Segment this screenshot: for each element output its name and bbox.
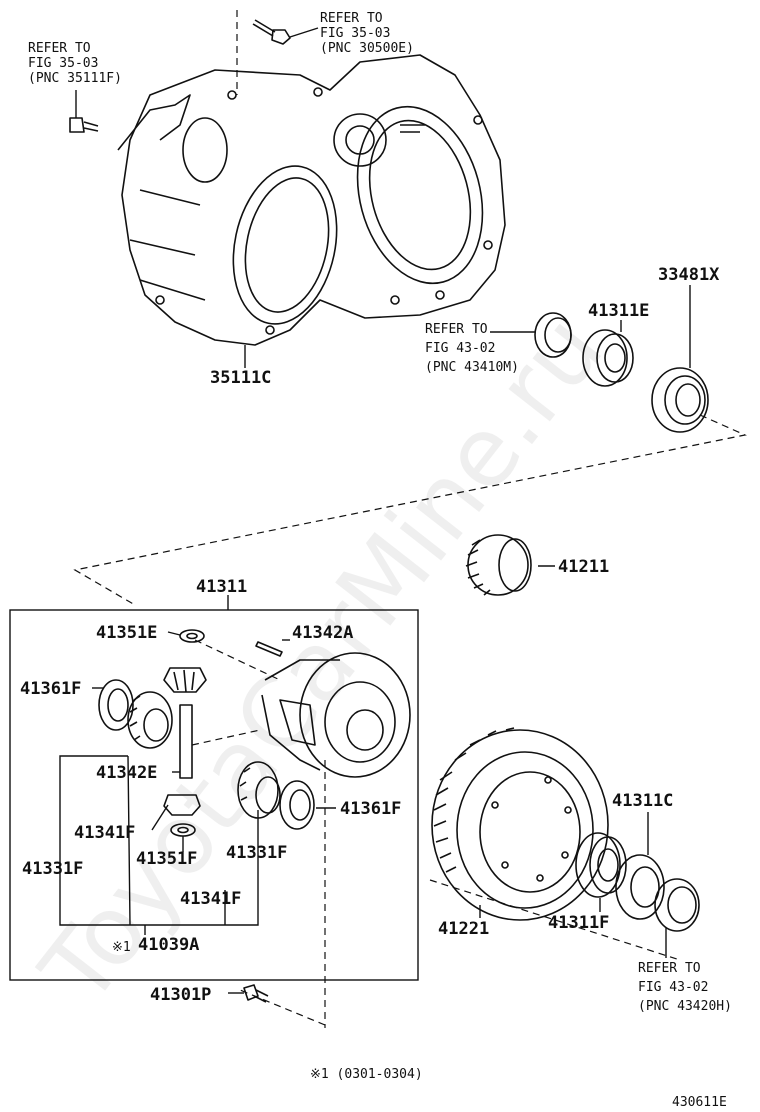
part-number-41311E: 41311E bbox=[588, 301, 649, 321]
ref-text: (PNC 30500E) bbox=[320, 41, 414, 56]
callout-41331F-left[interactable]: 41331F bbox=[22, 859, 83, 879]
part-number-41301P: 41301P bbox=[150, 985, 211, 1005]
part-number-41211: 41211 bbox=[558, 557, 609, 577]
footnote: ※1 (0301-0304) bbox=[310, 1067, 423, 1082]
callout-41342E[interactable]: 41342E bbox=[96, 763, 157, 783]
leader-41351E bbox=[167, 631, 181, 636]
ref-text: REFER TO bbox=[320, 11, 383, 26]
callout-41341F-upper[interactable]: 41341F bbox=[74, 823, 135, 843]
bearing-41311C-drawing bbox=[615, 854, 665, 920]
shaft-41342E-drawing bbox=[179, 704, 193, 779]
callout-41341F-lower[interactable]: 41341F bbox=[180, 889, 241, 909]
callout-41361F-right[interactable]: 41361F bbox=[340, 799, 401, 819]
bracket-41331F-left bbox=[59, 755, 131, 926]
drive-pinion-41211-drawing bbox=[465, 534, 532, 596]
pinion-gear-top-drawing bbox=[163, 667, 207, 693]
callout-41211[interactable]: 41211 bbox=[558, 557, 609, 577]
part-number-41331F: 41331F bbox=[226, 843, 287, 863]
part-number-41351F: 41351F bbox=[136, 849, 197, 869]
side-washer-41361F-right-drawing bbox=[279, 780, 315, 830]
dashline-pin bbox=[194, 639, 281, 681]
side-gear-left-drawing bbox=[127, 691, 173, 749]
ref-text: REFER TO bbox=[638, 961, 701, 976]
callout-41301P[interactable]: 41301P bbox=[150, 985, 211, 1005]
oil-seal-43410M-drawing bbox=[534, 312, 572, 358]
bearing-41311F-drawing bbox=[575, 832, 627, 898]
part-number-41342A: 41342A bbox=[292, 623, 353, 643]
ref-text: REFER TO bbox=[28, 41, 91, 56]
ref-text: FIG 35-03 bbox=[28, 56, 98, 71]
part-number-41311F: 41311F bbox=[548, 913, 609, 933]
ref-bolt-top[interactable]: REFER TO FIG 35-03 (PNC 30500E) bbox=[320, 11, 414, 56]
ref-text: (PNC 43420H) bbox=[638, 999, 732, 1014]
part-number-41361F: 41361F bbox=[20, 679, 81, 699]
transaxle-case-drawing bbox=[117, 54, 506, 346]
dashline-bolt bbox=[239, 989, 326, 1026]
callout-41351E[interactable]: 41351E bbox=[96, 623, 157, 643]
part-number-35111C: 35111C bbox=[210, 368, 271, 388]
callout-41331F-right[interactable]: 41331F bbox=[226, 843, 287, 863]
dashline-final bbox=[429, 879, 681, 961]
case-bolt-top-drawing bbox=[252, 19, 291, 45]
pin-41342A-drawing bbox=[255, 641, 283, 657]
final-ring-gear-41221-drawing bbox=[431, 727, 609, 921]
bearing-41311E-drawing bbox=[582, 329, 634, 387]
callout-41311[interactable]: 41311 bbox=[196, 577, 247, 597]
figure-code: 430611E bbox=[672, 1095, 727, 1110]
part-number-41361F: 41361F bbox=[340, 799, 401, 819]
differential-kit-frame bbox=[9, 609, 419, 981]
oil-seal-43420H-drawing bbox=[654, 878, 700, 932]
callout-41311C[interactable]: 41311C bbox=[612, 791, 673, 811]
callout-41311F[interactable]: 41311F bbox=[548, 913, 609, 933]
side-washer-41361F-left-drawing bbox=[98, 679, 134, 731]
thrust-washer-41351E-drawing bbox=[179, 629, 205, 643]
part-number-41039A: 41039A bbox=[138, 935, 199, 955]
callout-41342A[interactable]: 41342A bbox=[292, 623, 353, 643]
part-number-41342E: 41342E bbox=[96, 763, 157, 783]
part-number-41311: 41311 bbox=[196, 577, 247, 597]
kit-mark: ※1 bbox=[112, 940, 131, 955]
ref-text: FIG 43-02 bbox=[425, 341, 495, 356]
callout-41351F[interactable]: 41351F bbox=[136, 849, 197, 869]
callout-41311E[interactable]: 41311E bbox=[588, 301, 649, 321]
ref-text: (PNC 35111F) bbox=[28, 71, 122, 86]
dashline-axle bbox=[73, 414, 747, 606]
ref-seal-43420H[interactable]: REFER TO FIG 43-02 (PNC 43420H) bbox=[638, 961, 732, 1014]
ref-text: FIG 35-03 bbox=[320, 26, 390, 41]
callout-41221[interactable]: 41221 bbox=[438, 919, 489, 939]
part-number-41311C: 41311C bbox=[612, 791, 673, 811]
ref-text: (PNC 43410M) bbox=[425, 360, 519, 375]
ref-text: REFER TO bbox=[425, 322, 488, 337]
differential-case-drawing bbox=[261, 652, 411, 778]
case-bolt-left-drawing bbox=[69, 117, 99, 133]
callout-41361F-left[interactable]: 41361F bbox=[20, 679, 81, 699]
callout-33481X[interactable]: 33481X bbox=[658, 265, 720, 285]
oil-seal-33481X-drawing bbox=[651, 367, 709, 433]
ref-text: FIG 43-02 bbox=[638, 980, 708, 995]
bracket-41331F-right bbox=[160, 810, 259, 926]
part-number-41341F: 41341F bbox=[74, 823, 135, 843]
part-number-41341F: 41341F bbox=[180, 889, 241, 909]
part-number-41331F: 41331F bbox=[22, 859, 83, 879]
callout-41039A[interactable]: ※1 41039A bbox=[112, 935, 199, 955]
part-number-33481X: 33481X bbox=[658, 265, 720, 285]
ref-bolt-left[interactable]: REFER TO FIG 35-03 (PNC 35111F) bbox=[28, 41, 122, 86]
ref-seal-43410M[interactable]: REFER TO FIG 43-02 (PNC 43410M) bbox=[425, 322, 519, 375]
callout-35111C[interactable]: 35111C bbox=[210, 368, 271, 388]
leader-41341F-upper bbox=[151, 804, 169, 831]
pinion-gear-lower-drawing bbox=[163, 794, 201, 816]
part-number-41351E: 41351E bbox=[96, 623, 157, 643]
leader-bolt-top bbox=[289, 27, 319, 38]
part-number-41221: 41221 bbox=[438, 919, 489, 939]
